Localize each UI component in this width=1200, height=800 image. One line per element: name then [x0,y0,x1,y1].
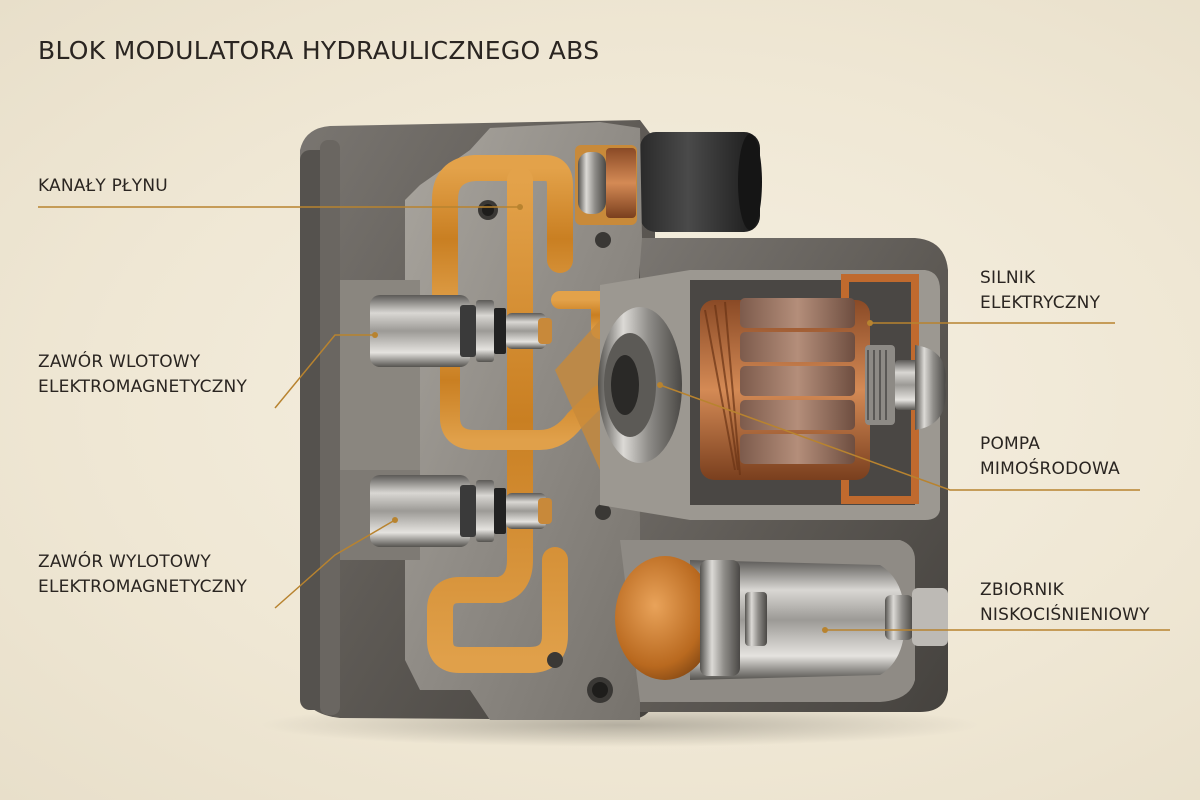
leader-dots [372,204,873,633]
label-inlet-valve-line1: ZAWÓR WLOTOWY [38,352,201,372]
label-outlet-valve-line2: ELEKTROMAGNETYCZNY [38,577,248,597]
label-pump-line1: POMPA [980,434,1041,454]
top-valve [575,145,637,225]
label-inlet-valve: ZAWÓR WLOTOWY ELEKTROMAGNETYCZNY [38,350,247,400]
page-title: BLOK MODULATORA HYDRAULICZNEGO ABS [38,36,600,65]
label-fluid-channels: KANAŁY PŁYNU [38,174,168,199]
label-fluid-channels-line1: KANAŁY PŁYNU [38,176,168,196]
connector-cap [640,132,762,232]
pump-bearing [598,307,682,463]
label-inlet-valve-line2: ELEKTROMAGNETYCZNY [38,377,248,397]
inlet-valve [370,295,552,367]
label-outlet-valve: ZAWÓR WYLOTOWY ELEKTROMAGNETYCZNY [38,550,247,600]
fluid-channels [288,155,610,673]
leader-lines [38,206,1170,631]
label-reservoir-line2: NISKOCIŚNIENIOWY [980,605,1150,625]
motor-armature [700,298,946,480]
label-outlet-valve-line1: ZAWÓR WYLOTOWY [38,552,211,572]
label-motor-line1: SILNIK [980,268,1036,288]
outlet-valve [370,475,552,547]
label-reservoir: ZBIORNIK NISKOCIŚNIENIOWY [980,578,1150,628]
label-motor: SILNIK ELEKTRYCZNY [980,266,1100,316]
bolt-holes [478,200,613,703]
label-pump-line2: MIMOŚRODOWA [980,459,1120,479]
label-motor-line2: ELEKTRYCZNY [980,293,1101,313]
reservoir [615,540,948,702]
label-pump: POMPA MIMOŚRODOWA [980,432,1120,482]
label-reservoir-line1: ZBIORNIK [980,580,1064,600]
